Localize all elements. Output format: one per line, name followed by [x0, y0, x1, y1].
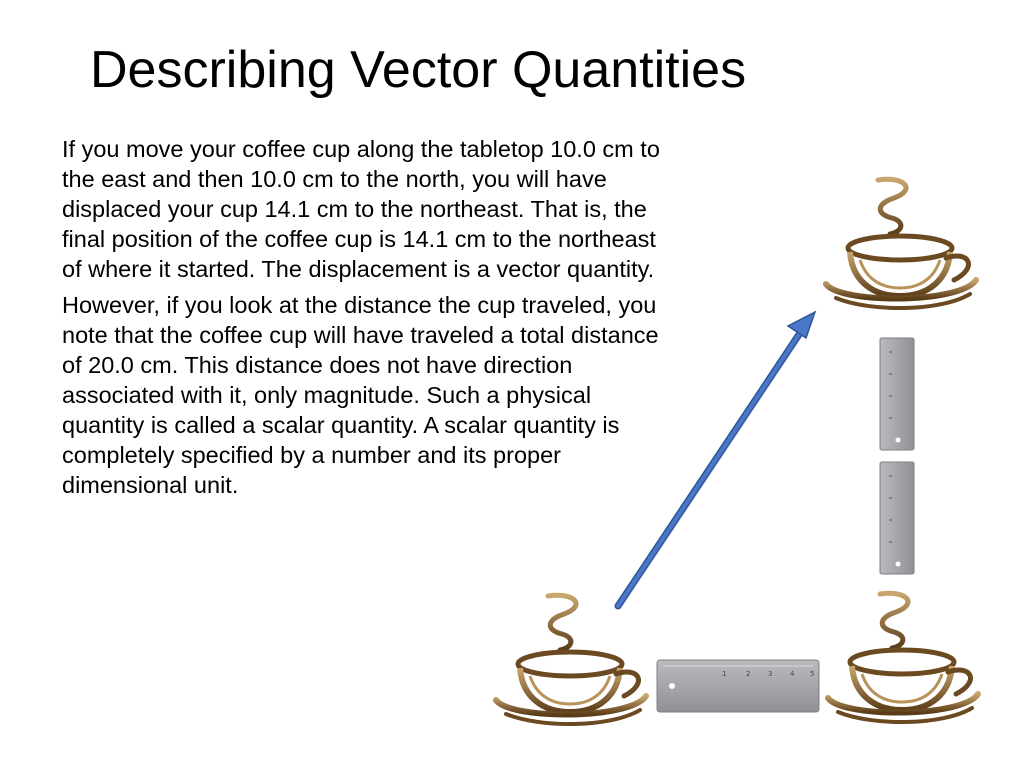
ruler-horizontal: 1 2 3 4 5 [656, 659, 820, 713]
paragraph-vector: If you move your coffee cup along the ta… [62, 136, 660, 282]
ruler-tick-2: 2 [746, 670, 750, 678]
slide-title: Describing Vector Quantities [90, 41, 747, 99]
displacement-arrow [614, 310, 817, 610]
coffee-cup-start-icon [496, 595, 646, 724]
paragraph-scalar: However, if you look at the distance the… [62, 292, 659, 498]
ruler-vertical [879, 337, 915, 575]
ruler-tick-4: 4 [790, 670, 795, 678]
coffee-cup-final-icon [826, 179, 976, 308]
ruler-tick-3: 3 [768, 670, 772, 678]
ruler-tick-labels: 1 2 3 4 5 [722, 670, 814, 678]
ruler-tick-1: 1 [722, 670, 726, 678]
coffee-cup-east-icon [828, 593, 978, 722]
slide-body: If you move your coffee cup along the ta… [62, 134, 670, 506]
ruler-tick-5: 5 [810, 670, 814, 678]
